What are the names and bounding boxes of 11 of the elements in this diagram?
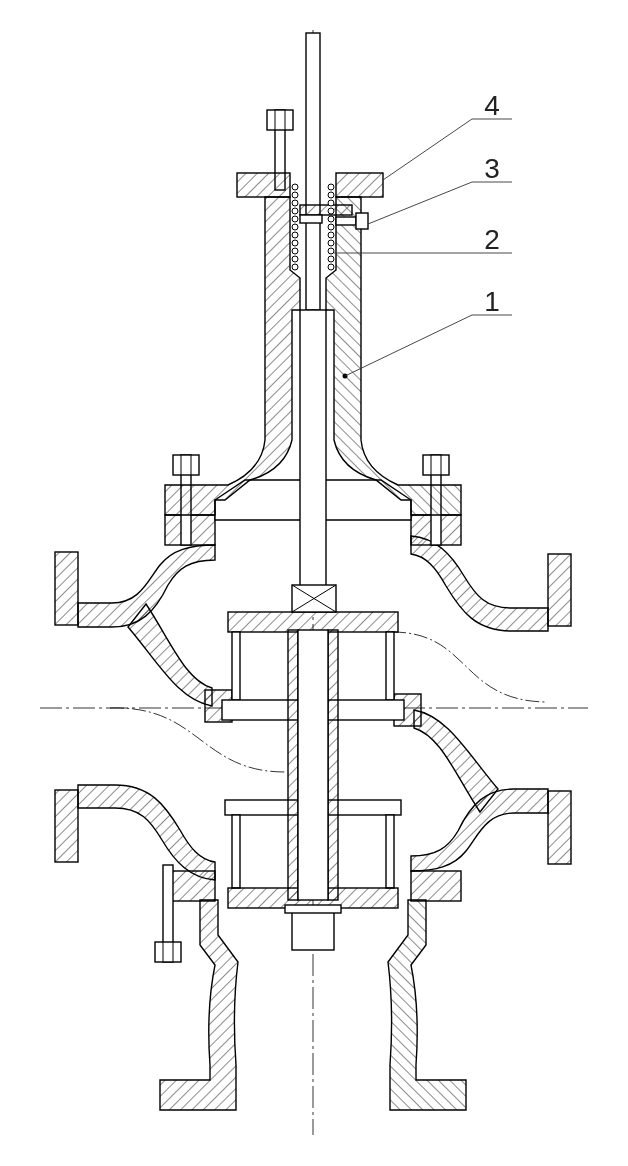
bonnet-housing [164,196,462,516]
packing-rings [291,183,335,271]
leader-line [344,314,513,377]
callout-number: 1 [472,288,512,315]
leader-line [333,252,513,254]
callout-number: 4 [472,92,512,119]
callout-number: 2 [472,226,512,253]
callout-number: 3 [472,155,512,182]
leader-line [382,118,513,181]
flange [236,172,384,198]
leader-line [367,181,513,225]
